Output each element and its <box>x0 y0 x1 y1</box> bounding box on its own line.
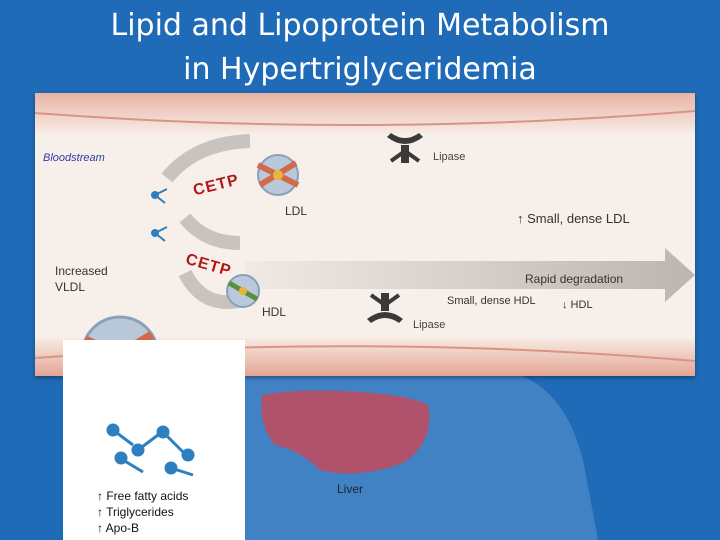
inset-fatty-acid-cluster <box>106 423 195 477</box>
liver-label: Liver <box>337 482 364 496</box>
exchange-arrow-top <box>161 134 251 183</box>
inset-illustration <box>106 423 195 477</box>
lipase-label-top: Lipase <box>433 151 466 163</box>
increased-vldl-label: Increased VLDL <box>55 263 108 295</box>
increased-label: Increased <box>55 264 108 278</box>
risk-factor-list: ↑ Free fatty acids ↑ Triglycerides ↑ Apo… <box>97 488 188 536</box>
title-line-2: in Hypertriglyceridemia <box>183 52 537 87</box>
hdl-particle <box>226 274 260 308</box>
exchange-arrow-middle <box>179 213 241 250</box>
small-dense-hdl-label: Small, dense HDL <box>447 295 536 307</box>
bloodstream-label: Bloodstream <box>43 152 105 164</box>
vldl-inset-panel: ↑ Free fatty acids ↑ Triglycerides ↑ Apo… <box>63 340 245 540</box>
bloodstream-diagram <box>35 93 695 376</box>
degradation-arrow <box>245 248 695 302</box>
rapid-degradation-label: Rapid degradation <box>525 272 624 286</box>
vldl-label: VLDL <box>55 280 86 294</box>
fatty-acid-icons <box>151 188 168 242</box>
triglycerides-item: ↑ Triglycerides <box>97 505 174 519</box>
liver-shape <box>261 390 430 474</box>
vessel-edge-top <box>35 110 695 126</box>
ldl-particle <box>256 154 300 196</box>
lipase-enzyme-bottom <box>367 293 403 323</box>
vessel-wall-top <box>35 93 695 133</box>
lipase-label-bottom: Lipase <box>413 319 446 331</box>
apo-b-item: ↑ Apo-B <box>97 521 140 535</box>
ldl-label: LDL <box>285 204 308 218</box>
lipase-enzyme-top <box>387 133 423 163</box>
bloodstream-panel: Bloodstream Increased VLDL CETP CETP LDL… <box>35 93 695 376</box>
hdl-decrease-label: ↓ HDL <box>562 299 593 311</box>
free-fatty-acids-item: ↑ Free fatty acids <box>97 489 189 503</box>
small-dense-ldl-label: ↑ Small, dense LDL <box>517 211 630 226</box>
title-line-1: Lipid and Lipoprotein Metabolism <box>110 8 610 43</box>
hdl-label: HDL <box>262 305 287 319</box>
